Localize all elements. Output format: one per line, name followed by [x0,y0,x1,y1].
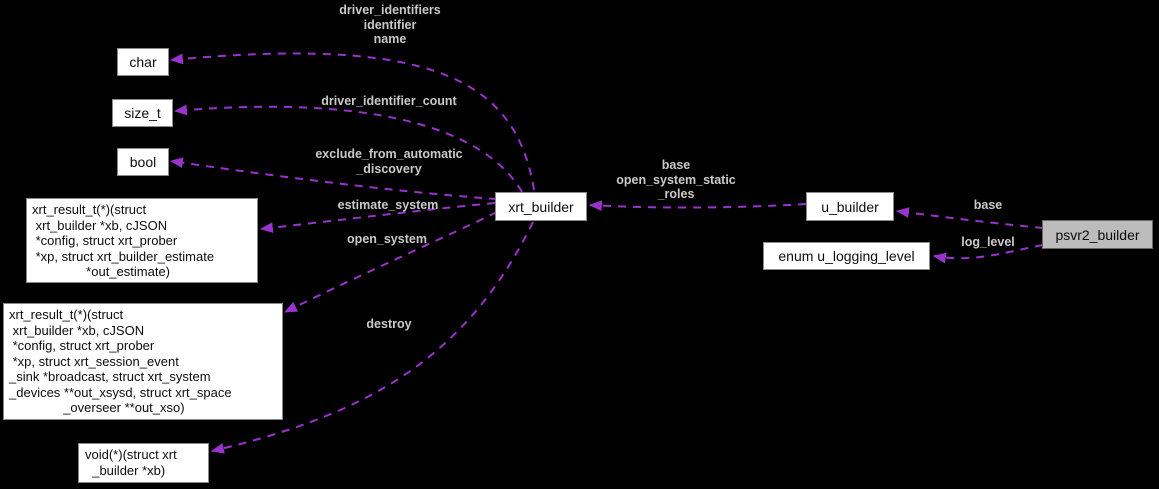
edge-label-driver-identifier-count: driver_identifier_count [321,94,457,108]
edge-ubuilder-to-xrtbuilder [588,200,807,212]
node-char[interactable]: char [117,48,169,76]
edge-label-driver-identifiers: driver_identifiers identifier name [339,3,441,46]
node-psvr2-builder-main: psvr2_builder [1042,220,1153,249]
node-destroy-signature[interactable]: void(*)(struct xrt _builder *xb) [78,443,209,483]
edge-label-destroy: destroy [366,317,412,331]
node-xrt-builder[interactable]: xrt_builder [495,192,587,221]
node-open-system-signature[interactable]: xrt_result_t(*)(struct xrt_builder *xb, … [3,303,283,420]
edge-label-base-open-system-static-roles: base open_system_static _roles [616,158,736,201]
node-enum-u-logging-level[interactable]: enum u_logging_level [763,242,930,270]
edge-label-log-level: log_level [961,235,1015,249]
node-bool[interactable]: bool [117,148,169,176]
node-size-t[interactable]: size_t [112,99,173,127]
node-estimate-system-signature[interactable]: xrt_result_t(*)(struct xrt_builder *xb, … [26,198,258,283]
edge-label-base: base [973,198,1003,212]
edge-open-system [284,211,498,313]
node-u-builder[interactable]: u_builder [806,192,894,221]
edge-base [895,207,1044,229]
edge-label-exclude-from-automatic-discovery: exclude_from_automatic _discovery [315,147,463,176]
edge-label-open-system: open_system [347,232,427,246]
edge-label-estimate-system: estimate_system [337,198,439,212]
